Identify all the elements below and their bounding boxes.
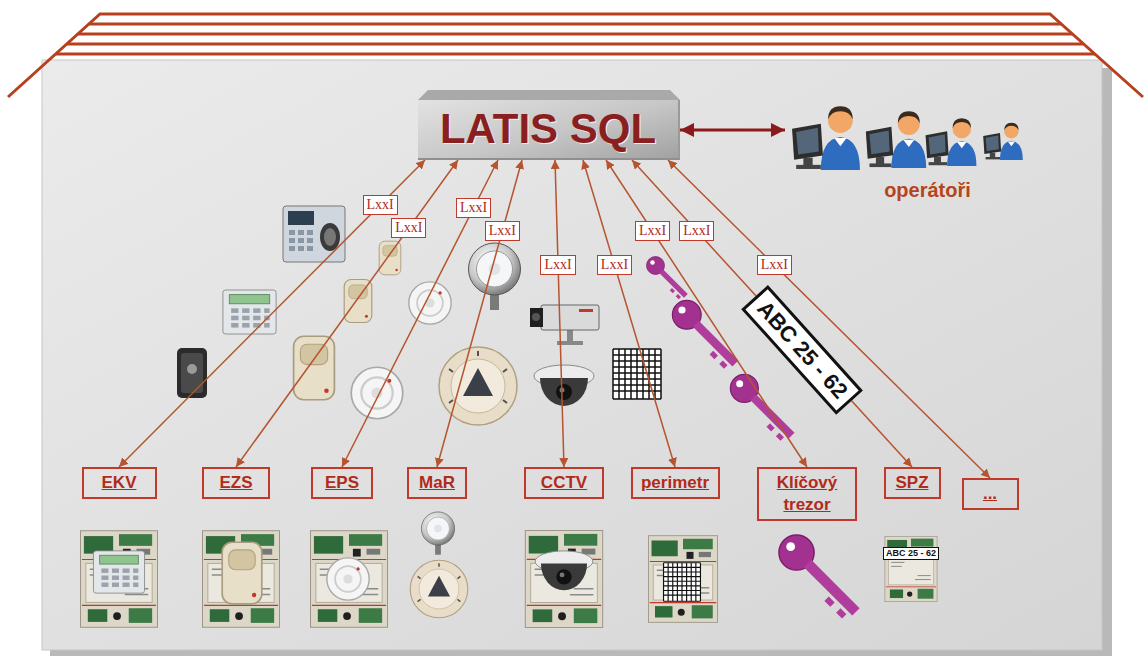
server-box-top: [418, 90, 680, 100]
field-devices: [177, 206, 795, 441]
operator-icon: [926, 118, 977, 166]
system-box: EPS: [311, 467, 373, 499]
node-label: perimetr: [641, 472, 710, 494]
operator-icon: [983, 123, 1023, 160]
system-box: Klíčový trezor: [757, 467, 857, 521]
motion-detector: [379, 241, 401, 275]
system-box: SPZ: [884, 467, 941, 499]
connector-arrow: [583, 160, 675, 467]
system-box: MaR: [407, 467, 467, 499]
interface-label: LxxI: [757, 255, 792, 275]
operator-icon: [792, 106, 860, 170]
control-boards: [80, 512, 937, 628]
node-label: LATIS SQL: [440, 105, 656, 153]
connector-arrow: [236, 160, 458, 467]
group-label: operátoři: [884, 178, 971, 202]
lamp: [421, 512, 454, 555]
control-board: [310, 531, 387, 628]
interface-label: LxxI: [679, 221, 714, 241]
control-board: [525, 530, 602, 627]
connector-arrow: [668, 160, 990, 478]
perimeter-grid: [664, 563, 701, 601]
node-label: SPZ: [894, 472, 931, 494]
node-label: MaR: [417, 472, 457, 494]
box-camera: [530, 305, 599, 345]
thermostat: [410, 560, 468, 618]
node-label: Klíčový trezor: [767, 472, 847, 516]
dome-camera: [534, 365, 594, 406]
connector-arrow: [680, 129, 785, 132]
keypad: [223, 290, 276, 334]
fingerprint-reader: [283, 206, 345, 262]
motion-detector: [294, 336, 335, 399]
card-reader: [177, 348, 207, 398]
node-label: EKV: [92, 472, 147, 494]
node-label: EPS: [321, 472, 363, 494]
system-box: perimetr: [631, 467, 720, 499]
interface-label: LxxI: [485, 221, 520, 241]
operators-group: operátoři: [785, 92, 1070, 204]
system-box: EZS: [202, 467, 270, 499]
licence-plate: ABC 25 - 62: [883, 547, 939, 560]
motion-detector: [222, 542, 262, 604]
connector-arrow: [342, 160, 498, 467]
lamp: [469, 243, 521, 310]
key: [647, 257, 688, 300]
smoke-detector: [327, 558, 369, 600]
operator-icons: [792, 106, 1023, 170]
key: [779, 535, 860, 619]
interface-label: LxxI: [597, 255, 632, 275]
connector-arrow: [555, 160, 564, 467]
connector-arrow: [119, 160, 425, 467]
system-box: CCTV: [524, 467, 604, 499]
connector-arrow: [437, 160, 522, 467]
node-label: CCTV: [534, 472, 594, 494]
keypad: [93, 551, 144, 593]
node-label: ...: [972, 483, 1009, 505]
server-box: LATIS SQL: [418, 100, 680, 160]
roof: [8, 14, 1143, 97]
thermostat: [439, 347, 517, 425]
system-box: ...: [962, 478, 1019, 510]
interface-label: LxxI: [540, 255, 575, 275]
control-board: [202, 531, 279, 628]
operator-icon: [866, 111, 926, 168]
perimeter-grid: [613, 349, 661, 399]
key: [730, 374, 794, 441]
interface-label: LxxI: [635, 221, 670, 241]
dome-camera: [535, 551, 593, 590]
control-board: [648, 536, 717, 623]
smoke-detector: [409, 282, 451, 324]
system-box: EKV: [82, 467, 157, 499]
smoke-detector: [351, 367, 403, 419]
interface-label: LxxI: [391, 218, 426, 238]
control-board: [80, 531, 157, 628]
interface-label: LxxI: [363, 195, 398, 215]
interface-label: LxxI: [456, 198, 491, 218]
node-label: EZS: [212, 472, 260, 494]
wall: [42, 60, 1102, 650]
connector-arrow: [632, 160, 912, 467]
